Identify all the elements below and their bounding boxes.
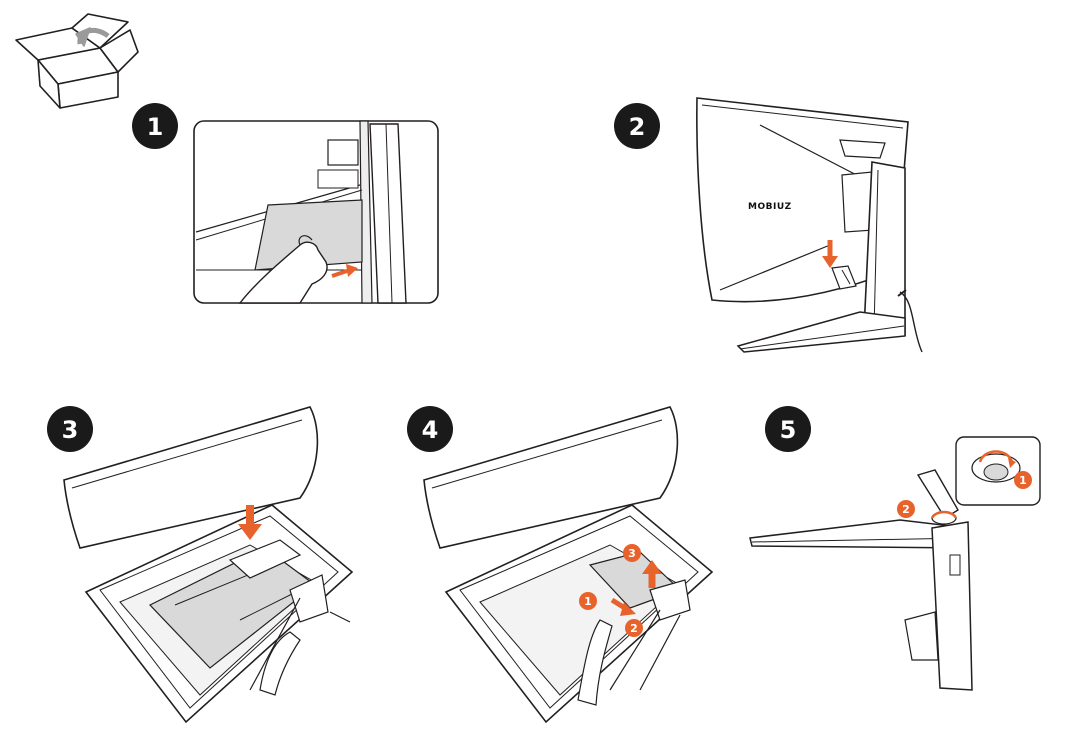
- svg-text:1: 1: [584, 595, 592, 608]
- step-2: 2 MOBIUZ: [614, 97, 923, 353]
- step-4-marker-1: 1: [579, 592, 597, 610]
- step-5-number: 5: [780, 416, 797, 444]
- step-4-number: 4: [422, 416, 439, 444]
- svg-text:1: 1: [1019, 474, 1027, 487]
- step-1-number: 1: [147, 113, 164, 141]
- step-4-marker-2: 2: [625, 619, 643, 637]
- monitor-brand-logo: MOBIUZ: [748, 202, 792, 212]
- step-4-marker-3: 3: [623, 544, 641, 562]
- svg-text:2: 2: [902, 503, 910, 516]
- stand-base-illustration: [749, 469, 973, 691]
- step-3-badge: 3: [47, 406, 93, 452]
- step-5-marker-1: 1: [1014, 471, 1032, 489]
- step-3: 3: [47, 406, 354, 724]
- step-1-panel: [193, 120, 439, 304]
- svg-text:2: 2: [630, 622, 638, 635]
- svg-text:3: 3: [628, 547, 636, 560]
- step-5: 5 1 2: [749, 406, 1041, 691]
- screw-detail-inset: [955, 436, 1041, 506]
- step-2-number: 2: [629, 113, 646, 141]
- step-1-badge: 1: [132, 103, 178, 149]
- step-1: 1: [132, 103, 439, 304]
- step-4-badge: 4: [407, 406, 453, 452]
- usb-plug-icon: [831, 265, 857, 290]
- step-5-badge: 5: [765, 406, 811, 452]
- step-2-badge: 2: [614, 103, 660, 149]
- step-4: 4 1 2: [407, 406, 714, 724]
- step-5-marker-2: 2: [897, 500, 915, 518]
- step-3-number: 3: [62, 416, 79, 444]
- open-box-illustration-4: [423, 406, 714, 724]
- monitor-illustration: MOBIUZ: [696, 97, 923, 353]
- unpack-box-icon: [15, 13, 139, 109]
- open-box-illustration-3: [63, 406, 354, 724]
